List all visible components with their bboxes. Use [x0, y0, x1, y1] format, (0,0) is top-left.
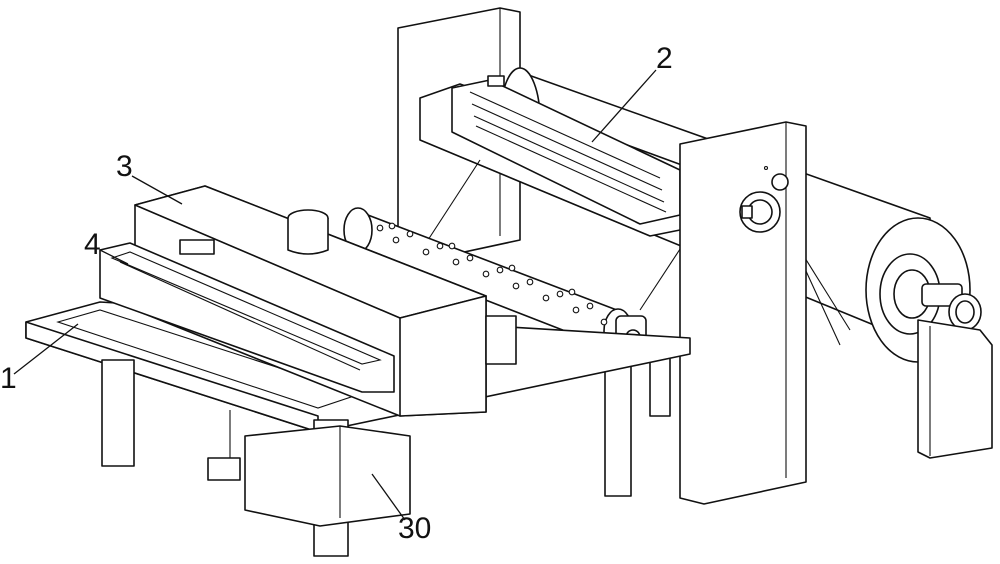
front-right-upright — [680, 122, 806, 504]
right-roll-support — [918, 320, 992, 458]
callout-4: 4 — [84, 228, 101, 261]
callout-3: 3 — [116, 150, 133, 183]
callout-2: 2 — [656, 42, 673, 75]
callout-30: 30 — [398, 512, 431, 545]
callout-1: 1 — [0, 362, 17, 395]
